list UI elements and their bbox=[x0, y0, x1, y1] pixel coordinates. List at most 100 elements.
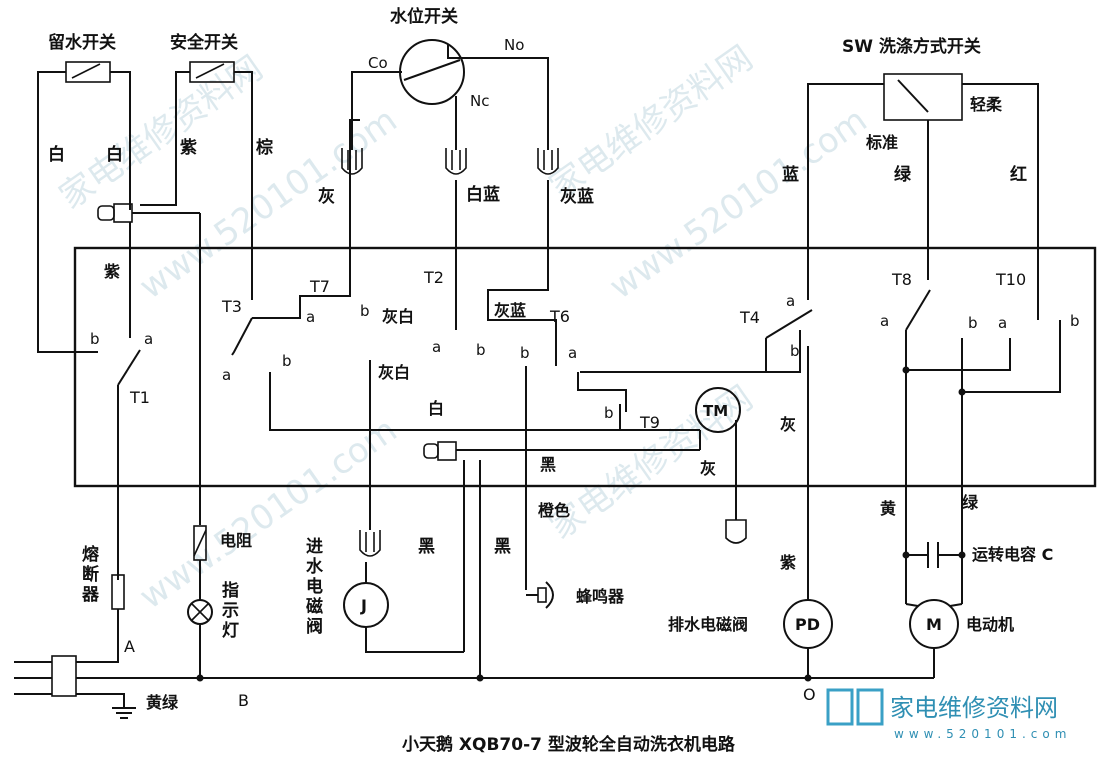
terminal-b: b bbox=[790, 342, 800, 360]
terminal-a: a bbox=[432, 338, 441, 356]
switch-t4 bbox=[765, 309, 813, 339]
terminal-t3: T3 bbox=[221, 297, 242, 316]
label-pd: PD bbox=[795, 615, 820, 634]
label-co: Co bbox=[368, 54, 388, 72]
wire-color-hui: 灰 bbox=[318, 186, 335, 207]
terminal-a: a bbox=[222, 366, 231, 384]
connector-plug bbox=[97, 205, 115, 221]
terminal-t10: T10 bbox=[995, 270, 1026, 289]
terminal-a: a bbox=[880, 312, 889, 330]
node-b: B bbox=[238, 691, 249, 710]
logo-url-text: www.520101.com bbox=[894, 727, 1071, 741]
watermark-brand: 家电维修资料网 bbox=[542, 38, 760, 207]
terminal-b: b bbox=[604, 404, 614, 422]
terminal-b: b bbox=[968, 314, 978, 332]
fuse-symbol bbox=[111, 574, 125, 610]
logo-brand-text: 家电维修资料网 bbox=[890, 694, 1058, 722]
switch-t3 bbox=[231, 317, 253, 356]
terminal-t8: T8 bbox=[891, 270, 912, 289]
label-tm: TM bbox=[703, 402, 728, 420]
water-level-switch-label: 水位开关 bbox=[390, 6, 458, 27]
fuse-label: 熔断器 bbox=[81, 544, 100, 605]
drain-valve-label: 排水电磁阀 bbox=[668, 615, 748, 634]
wire-color-bailan: 白蓝 bbox=[466, 184, 500, 205]
standard-label: 标准 bbox=[865, 133, 898, 152]
connector-plug-bailan bbox=[445, 148, 467, 175]
wire-color-zong: 棕 bbox=[256, 137, 273, 158]
wire-color-huilan: 灰蓝 bbox=[494, 301, 526, 320]
terminal-b: b bbox=[360, 302, 370, 320]
terminal-t6: T6 bbox=[549, 307, 570, 326]
connector-plug-hui bbox=[341, 148, 363, 175]
buzzer-symbol bbox=[537, 581, 554, 609]
label-nc: Nc bbox=[470, 92, 489, 110]
control-board-frame bbox=[73, 246, 1097, 488]
inlet-valve-label: 进水电磁阀 bbox=[306, 537, 324, 637]
connector-plug-huilan bbox=[537, 148, 559, 175]
terminal-t2: T2 bbox=[423, 268, 444, 287]
switch-t8 bbox=[905, 289, 931, 331]
site-logo: 家电维修资料网 www.520101.com bbox=[826, 688, 1071, 741]
wire-color-zi: 紫 bbox=[780, 553, 796, 572]
wire-color-bai: 白 bbox=[48, 144, 65, 165]
water-level-switch-symbol bbox=[399, 39, 465, 105]
timer-motor-symbol bbox=[695, 387, 741, 433]
motor-label: 电动机 bbox=[966, 615, 1014, 634]
wire-color-bai: 白 bbox=[428, 399, 444, 418]
label-m: M bbox=[926, 615, 942, 634]
terminal-a: a bbox=[568, 344, 577, 362]
wire-color-lv: 绿 bbox=[894, 164, 912, 185]
wire-color-hei: 黑 bbox=[494, 537, 511, 557]
terminal-t7: T7 bbox=[309, 277, 330, 296]
resistor-label: 电阻 bbox=[220, 531, 252, 550]
power-plug-symbol bbox=[14, 655, 77, 697]
diagram-title: 小天鹅 XQB70-7 型波轮全自动洗衣机电路 bbox=[402, 734, 736, 755]
capacitor-label: 运转电容 C bbox=[972, 545, 1053, 564]
indicator-label: 指示灯 bbox=[222, 580, 239, 641]
wire-color-huibai: 灰白 bbox=[382, 307, 414, 326]
wire-color-hei: 黑 bbox=[540, 455, 556, 474]
terminal-b: b bbox=[1070, 312, 1080, 330]
wire-color-chengse: 橙色 bbox=[538, 501, 570, 520]
drain-switch-label: 留水开关 bbox=[48, 32, 116, 53]
wire-color-hui: 灰 bbox=[700, 459, 716, 478]
wire-color-lan: 蓝 bbox=[782, 165, 799, 185]
drain-switch-symbol bbox=[65, 61, 111, 83]
ground-label: 黄绿 bbox=[146, 693, 179, 712]
wire-color-hei: 黑 bbox=[418, 537, 435, 557]
drain-switch-wire bbox=[37, 71, 98, 353]
wash-mode-switch-label: SW 洗涤方式开关 bbox=[842, 36, 981, 57]
connector-plug bbox=[725, 519, 747, 544]
buzzer-label: 蜂鸣器 bbox=[576, 587, 625, 606]
node-o: O bbox=[803, 685, 816, 704]
inlet-valve-connector bbox=[359, 530, 381, 557]
terminal-a: a bbox=[786, 292, 795, 310]
watermark-site: www.520101.com bbox=[132, 410, 404, 617]
wire-color-huang: 黄 bbox=[880, 499, 896, 518]
node-a: A bbox=[124, 637, 135, 656]
wire-color-lv: 绿 bbox=[962, 493, 979, 512]
terminal-a: a bbox=[144, 330, 153, 348]
label-j: J bbox=[360, 596, 367, 615]
watermark-brand: 家电维修资料网 bbox=[52, 48, 270, 217]
wire-color-hong: 红 bbox=[1010, 164, 1027, 185]
terminal-b: b bbox=[520, 344, 530, 362]
safety-switch-label: 安全开关 bbox=[170, 32, 238, 53]
wire-color-bai: 白 bbox=[106, 144, 123, 165]
terminal-b: b bbox=[90, 330, 100, 348]
switch-t1 bbox=[117, 349, 141, 386]
ground-icon bbox=[112, 707, 136, 719]
wash-mode-switch-symbol bbox=[883, 73, 963, 121]
terminal-b: b bbox=[476, 341, 486, 359]
terminal-t9: T9 bbox=[639, 413, 660, 432]
terminal-a: a bbox=[998, 314, 1007, 332]
wire-color-zi: 紫 bbox=[180, 137, 197, 158]
terminal-a: a bbox=[306, 308, 315, 326]
terminal-t1: T1 bbox=[129, 388, 150, 407]
gentle-label: 轻柔 bbox=[970, 95, 1003, 114]
label-no: No bbox=[504, 36, 524, 54]
wire-color-zi: 紫 bbox=[104, 262, 120, 281]
terminal-b: b bbox=[282, 352, 292, 370]
wire-color-hui: 灰 bbox=[780, 415, 796, 434]
